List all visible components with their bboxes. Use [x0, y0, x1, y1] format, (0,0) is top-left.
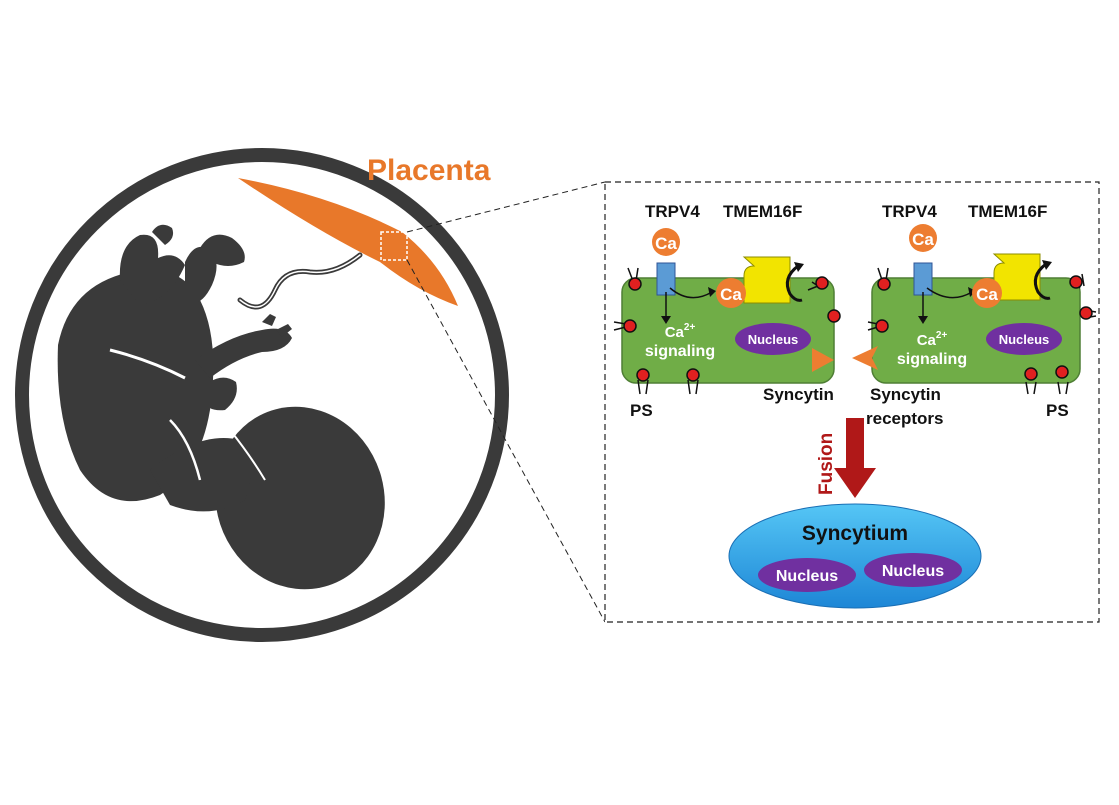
left-ps-lipids — [613, 267, 841, 395]
left-nucleus-label: Nucleus — [748, 332, 799, 347]
syncytin-label: Syncytin — [763, 385, 834, 404]
left-cell-body — [621, 277, 835, 384]
syncytin-receptors-label-line1: Syncytin — [870, 385, 941, 404]
left-signaling-label: signaling — [645, 343, 715, 360]
right-channel-arrowhead — [918, 316, 928, 324]
syncytium: Syncytium Nucleus Nucleus — [728, 503, 982, 609]
womb-illustration — [15, 148, 509, 642]
right-ca-signal-label: Ca2+ — [917, 330, 948, 349]
zoom-line-bottom — [406, 259, 606, 623]
left-cell: TRPV4 TMEM16F Ca Ca Ca2+ signaling Nucle… — [613, 202, 841, 420]
right-cell-body — [871, 277, 1081, 384]
right-ps-lipids — [867, 267, 1097, 395]
fetus-highlight — [169, 419, 202, 481]
right-scramble-arrow-icon — [1033, 262, 1051, 300]
right-curved-arrowhead — [968, 287, 976, 297]
syncytium-nucleus-1 — [758, 558, 856, 592]
syncytin-receptors-label-line2: receptors — [866, 409, 943, 428]
left-calcium-inside-label: Ca — [720, 285, 742, 304]
left-ca-signal-label: Ca2+ — [665, 322, 696, 341]
left-ps-label: PS — [630, 401, 653, 420]
umbilical-cord-inner — [239, 254, 361, 308]
fusion-arrow — [834, 418, 876, 498]
left-calcium-inside-icon — [716, 278, 746, 308]
zoom-region — [380, 231, 408, 261]
syncytium-label: Syncytium — [802, 522, 908, 545]
right-signaling-label: signaling — [897, 351, 967, 368]
placenta-label: Placenta — [367, 154, 491, 187]
syncytium-nucleus-2-label: Nucleus — [882, 563, 944, 580]
left-tmem16f-label: TMEM16F — [723, 202, 802, 221]
left-scramble-arrow-icon — [785, 264, 803, 302]
right-tmem16f-icon — [992, 253, 1041, 301]
left-tmem16f-icon — [742, 256, 791, 304]
right-cell: TRPV4 TMEM16F Ca Ca Ca2+ signaling Nucle… — [852, 202, 1097, 420]
right-trpv4-label: TRPV4 — [882, 202, 937, 221]
right-curved-arrow — [926, 287, 973, 299]
zoom-line-top — [406, 181, 606, 233]
right-calcium-inside-icon — [972, 278, 1002, 308]
left-syncytin-icon — [812, 348, 834, 372]
fetus-silhouette — [57, 224, 385, 590]
right-nucleus-label: Nucleus — [999, 332, 1050, 347]
syncytin-receptor-icon — [852, 346, 878, 370]
placenta-crescent — [238, 178, 458, 306]
left-channel-arrowhead — [661, 316, 671, 324]
fetus-highlight — [229, 429, 266, 481]
right-calcium-outside-icon — [909, 224, 937, 252]
right-calcium-outside-label: Ca — [912, 230, 934, 249]
syncytium-nucleus-1-label: Nucleus — [776, 568, 838, 585]
left-curved-arrowhead — [708, 287, 716, 297]
right-ps-label: PS — [1046, 401, 1069, 420]
left-calcium-outside-icon — [652, 228, 680, 256]
right-tmem16f-label: TMEM16F — [968, 202, 1047, 221]
fusion-label: Fusion — [816, 433, 837, 495]
syncytium-body — [728, 503, 982, 609]
left-curved-arrow — [669, 287, 713, 299]
syncytium-nucleus-2 — [864, 553, 962, 587]
fetus-highlight — [109, 348, 186, 380]
left-trpv4-label: TRPV4 — [645, 202, 700, 221]
right-nucleus — [986, 323, 1062, 355]
right-calcium-inside-label: Ca — [976, 285, 998, 304]
left-nucleus — [735, 323, 811, 355]
left-calcium-outside-label: Ca — [655, 234, 677, 253]
